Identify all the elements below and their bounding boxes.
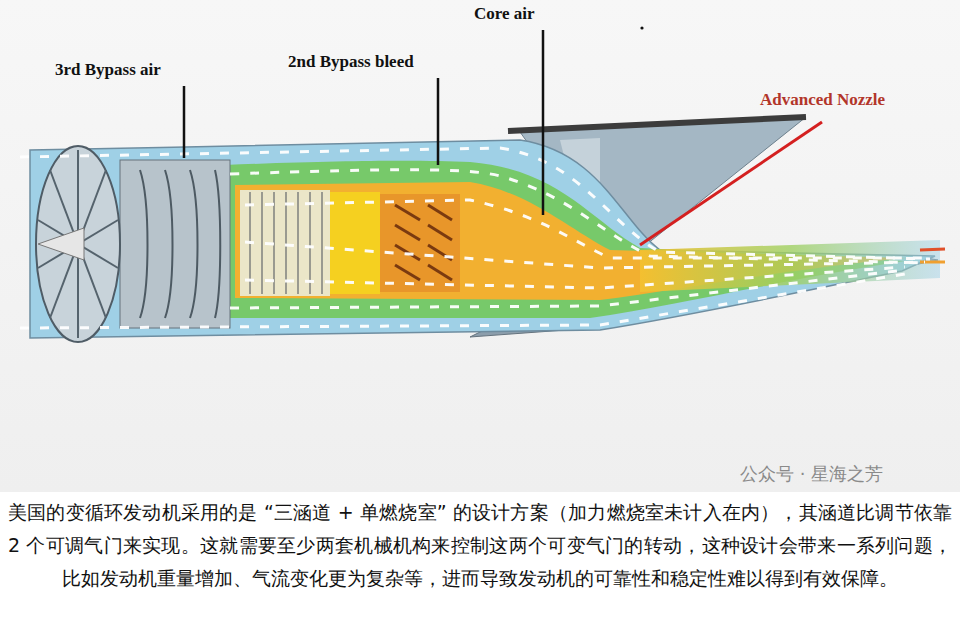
watermark: 公众号 · 星海之芳 [740, 462, 883, 486]
combustor [330, 192, 380, 294]
nozzle-top-edge [508, 117, 806, 131]
plume-streak [920, 249, 945, 250]
callout-label: Core air [474, 4, 535, 24]
fan [36, 146, 120, 342]
flow-arrows [20, 148, 930, 328]
caption: 美国的变循环发动机采用的是 “三涵道 + 单燃烧室” 的设计方案（加力燃烧室未计… [8, 496, 952, 595]
fan-blades [38, 150, 118, 338]
turbine-blades [395, 205, 452, 280]
nozzle-leader [640, 122, 822, 245]
compressor-blades [250, 192, 322, 294]
third-bypass-duct [30, 140, 935, 338]
dot [640, 26, 643, 29]
callout-label: Advanced Nozzle [760, 90, 885, 110]
leader-lines [184, 30, 543, 215]
plume-streak [920, 261, 945, 264]
fan-stages [120, 160, 230, 328]
callout-label: 2nd Bypass bleed [288, 52, 414, 72]
callout-label: 3rd Bypass air [55, 60, 161, 80]
second-bypass-duct [225, 161, 905, 318]
turbine [380, 194, 460, 292]
spinner [38, 228, 84, 260]
fan-stage-blades [140, 170, 220, 318]
